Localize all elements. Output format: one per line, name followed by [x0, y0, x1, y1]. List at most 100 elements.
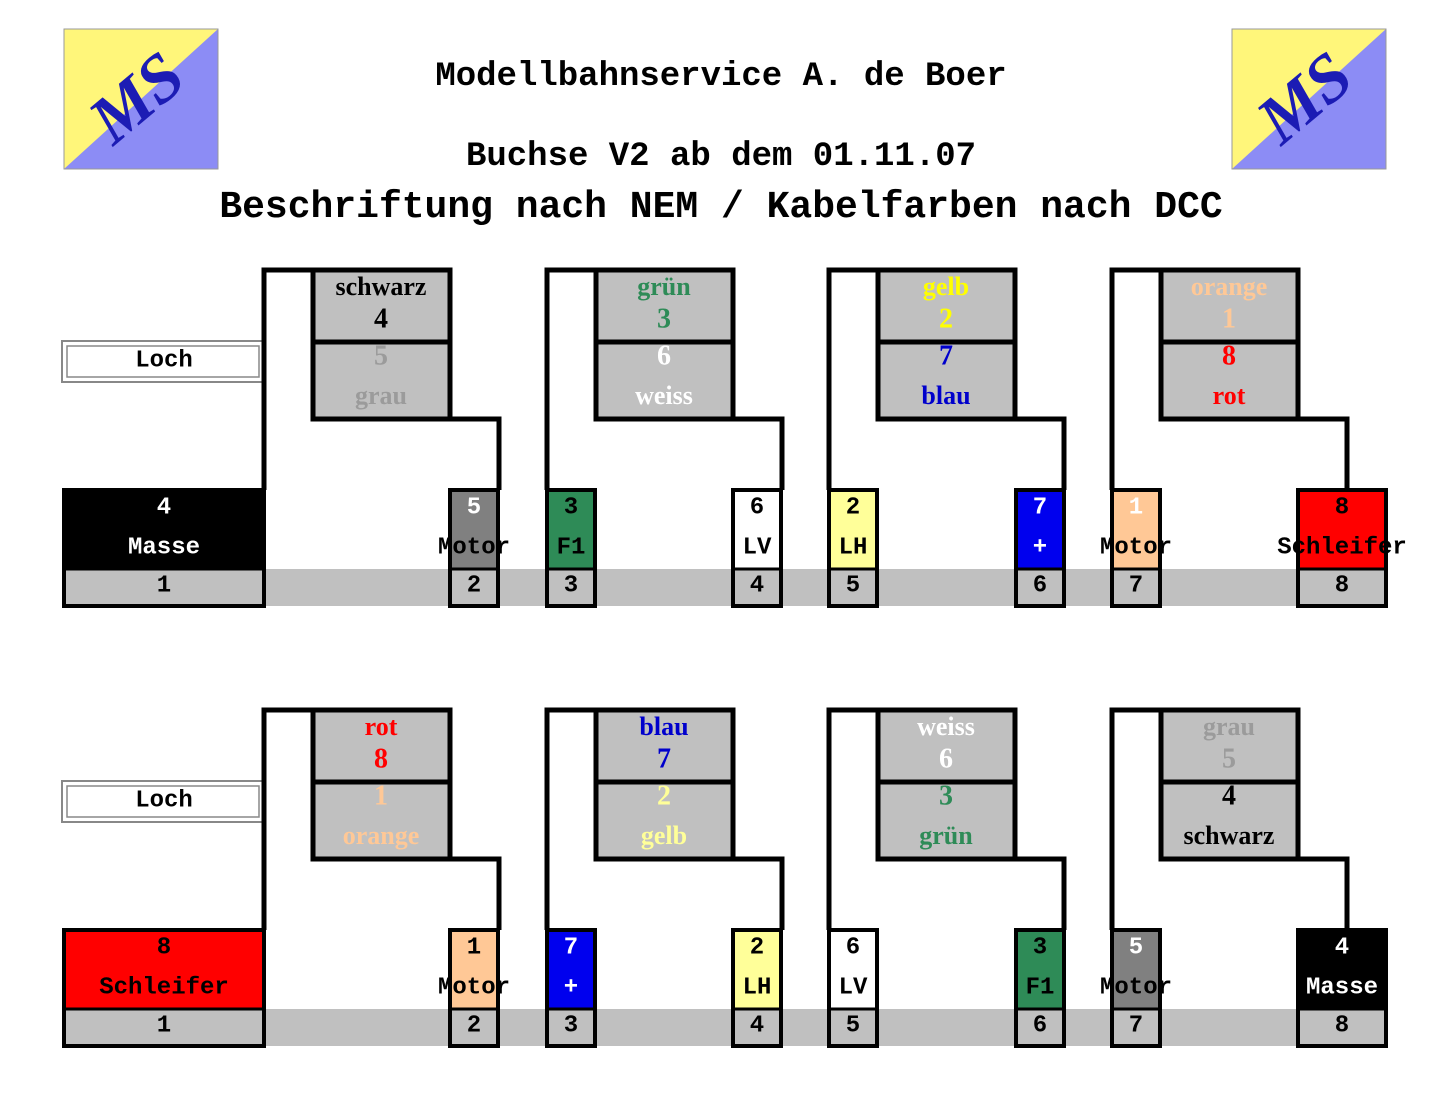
- pin-number-field: [1018, 1009, 1062, 1044]
- pin-wire-number: 1: [1129, 494, 1143, 521]
- upper-wire-box: [596, 711, 732, 781]
- loch-label: Loch: [135, 787, 193, 814]
- loch-box-outer: [61, 340, 265, 383]
- pin-position-number: 1: [157, 1012, 171, 1039]
- pin-number-field: [1018, 569, 1062, 604]
- connector-row-1: Lochschwarz45graugrün36weissgelb27blauor…: [61, 267, 1407, 608]
- lower-wire-color-label: rot: [1213, 381, 1246, 410]
- pin-number-field: [735, 569, 779, 604]
- loch-box-inner: [66, 345, 260, 378]
- pin-position-number: 4: [750, 1012, 764, 1039]
- upper-wire-number: 5: [1222, 743, 1236, 774]
- pin-position-number: 7: [1129, 1012, 1143, 1039]
- pin-number-field: [1300, 1009, 1384, 1044]
- pin-outline: [827, 488, 879, 608]
- pin-wire-number: 3: [1033, 934, 1047, 961]
- pin-function-label: Masse: [1306, 974, 1378, 1001]
- pin-color-field: [733, 490, 781, 569]
- subtitle-buchse: Buchse V2 ab dem 01.11.07: [465, 138, 977, 176]
- connector-outline: [826, 707, 1067, 930]
- pin-outline: [448, 488, 500, 608]
- pin-6: 7+6: [1014, 488, 1066, 608]
- pin-function-label: F1: [1026, 974, 1055, 1001]
- upper-wire-color-label: rot: [365, 712, 398, 741]
- pin-wire-number: 2: [846, 494, 860, 521]
- pin-outline: [62, 488, 266, 608]
- pin-wire-number: 4: [157, 494, 171, 521]
- connector-outline: [261, 267, 502, 490]
- pin-color-field: [450, 490, 498, 569]
- pin-function-label: Schleifer: [99, 974, 229, 1001]
- pin-color-field: [733, 930, 781, 1009]
- logo-yellow-triangle: [1232, 29, 1386, 169]
- upper-wire-box: [878, 711, 1014, 781]
- pin-wire-number: 7: [564, 934, 578, 961]
- loch-box: Loch: [61, 340, 265, 383]
- lower-wire-number: 6: [657, 340, 671, 371]
- subtitle-beschriftung: Beschriftung nach NEM / Kabelfarben nach…: [219, 186, 1223, 229]
- pin-number-field: [452, 569, 496, 604]
- pin-color-field: [829, 490, 877, 569]
- pin-color-field: [1016, 930, 1064, 1009]
- pin-position-number: 5: [846, 1012, 860, 1039]
- pin-function-label: +: [564, 974, 578, 1001]
- page-title: Modellbahnservice A. de Boer: [435, 58, 1007, 96]
- connector-row-2: Lochrot81orangeblau72gelbweiss63grüngrau…: [61, 707, 1388, 1048]
- pin-outline: [448, 928, 500, 1048]
- base-bar: [64, 569, 1388, 606]
- lower-wire-number: 4: [1222, 780, 1236, 811]
- upper-wire-number: 7: [657, 743, 671, 774]
- upper-wire-box: [313, 711, 449, 781]
- base-bar: [64, 1009, 1388, 1046]
- connector-outline: [1109, 267, 1350, 490]
- pin-outline: [731, 488, 783, 608]
- upper-wire-color-label: schwarz: [336, 272, 427, 301]
- pin-outline: [545, 488, 597, 608]
- pin-outline: [827, 928, 879, 1048]
- pin-function-label: LH: [839, 534, 868, 561]
- lower-wire-color-label: grün: [919, 821, 973, 850]
- pin-outline: [1296, 488, 1388, 608]
- lower-wire-color-label: grau: [355, 381, 407, 410]
- upper-wire-number: 8: [374, 743, 388, 774]
- upper-wire-box: [596, 271, 732, 341]
- pin-position-number: 3: [564, 1012, 578, 1039]
- upper-wire-number: 1: [1222, 303, 1236, 334]
- lower-wire-number: 8: [1222, 340, 1236, 371]
- lower-wire-box: [1161, 343, 1297, 418]
- upper-wire-box: [878, 271, 1014, 341]
- loch-box-outer: [61, 780, 265, 823]
- pin-outline: [1014, 928, 1066, 1048]
- pin-position-number: 8: [1335, 572, 1349, 599]
- pin-wire-number: 8: [157, 934, 171, 961]
- pin-color-field: [547, 490, 595, 569]
- lower-wire-color-label: weiss: [635, 381, 693, 410]
- pin-position-number: 2: [467, 572, 481, 599]
- pin-wire-number: 8: [1335, 494, 1349, 521]
- pin-function-label: Motor: [438, 974, 510, 1001]
- pin-position-number: 7: [1129, 572, 1143, 599]
- pin-function-label: Motor: [1100, 974, 1172, 1001]
- lower-wire-box: [596, 343, 732, 418]
- pin-color-field: [450, 930, 498, 1009]
- pin-function-label: Masse: [128, 534, 200, 561]
- upper-wire-box: [1161, 711, 1297, 781]
- lower-wire-number: 5: [374, 340, 388, 371]
- connector-outline: [544, 707, 785, 930]
- pin-color-field: [547, 930, 595, 1009]
- pin-position-number: 4: [750, 572, 764, 599]
- logo-left: MS: [63, 28, 219, 170]
- connector-outline: [544, 267, 785, 490]
- pin-position-number: 2: [467, 1012, 481, 1039]
- lower-wire-box: [878, 343, 1014, 418]
